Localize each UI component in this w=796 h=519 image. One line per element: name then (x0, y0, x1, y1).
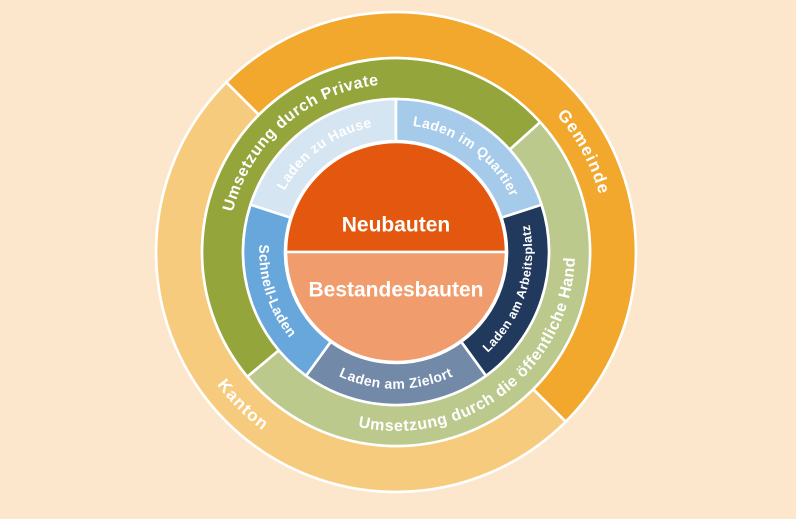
center-bottom-label: Bestandesbauten (308, 279, 483, 302)
center-top-half (284, 140, 508, 254)
center-bottom-half (284, 250, 508, 364)
center-top-label: Neubauten (342, 214, 451, 237)
